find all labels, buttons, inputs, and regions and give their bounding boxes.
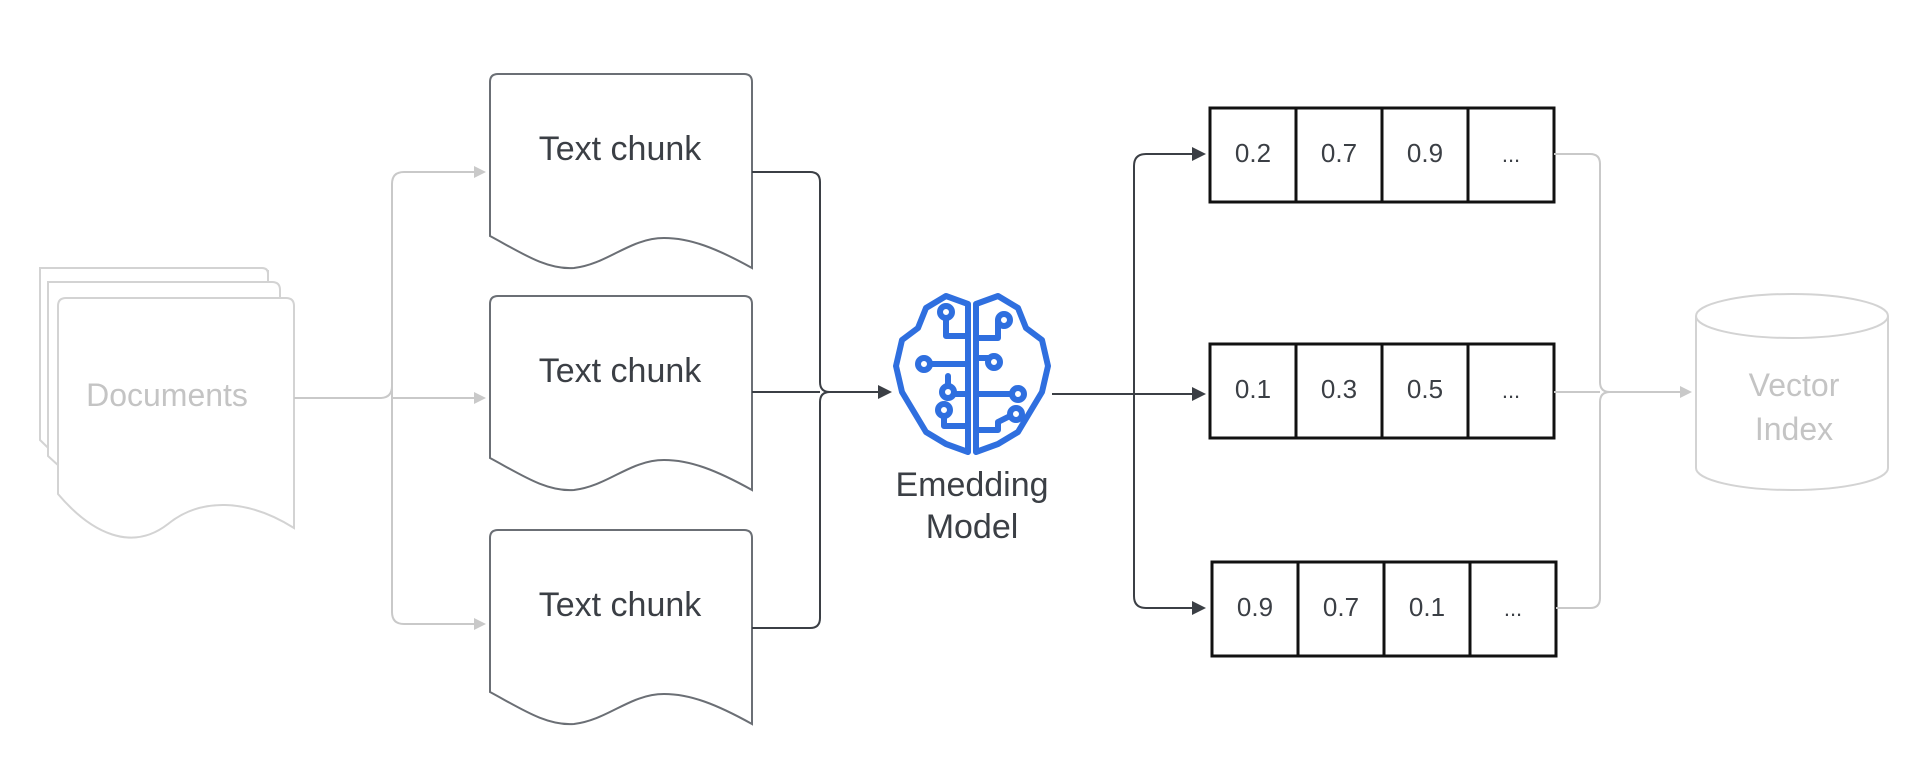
- split-connectors: [294, 166, 486, 630]
- vector-cell: [1294, 342, 1384, 440]
- merge-connectors: [752, 171, 892, 629]
- vector-value: 0.1: [1409, 592, 1445, 622]
- merge-from-chunk-3: [752, 391, 831, 629]
- index-label-line1: Vector: [1749, 367, 1840, 403]
- split-connector-vertical: [379, 171, 405, 625]
- chunk-shape: [489, 529, 753, 726]
- brain-circuit-icon: [893, 293, 1051, 455]
- vector-cell: [1382, 560, 1472, 658]
- vector-row-3: 0.9 0.7 0.1 ...: [1210, 560, 1558, 658]
- vector-row-2: 0.1 0.3 0.5 ...: [1208, 342, 1556, 440]
- vector-value: 0.7: [1321, 138, 1357, 168]
- embedding-model-node: Emedding Model: [893, 293, 1051, 546]
- database-cylinder-icon: [1695, 316, 1889, 491]
- vector-value: 0.7: [1323, 592, 1359, 622]
- model-label-line1: Emedding: [895, 466, 1048, 504]
- chunk-label: Text chunk: [539, 586, 703, 624]
- vector-value: ...: [1502, 378, 1520, 403]
- fanout-vertical: [1133, 153, 1147, 609]
- text-chunk-1: Text chunk: [489, 73, 753, 270]
- text-chunk-2: Text chunk: [489, 295, 753, 492]
- fanout-connectors: [1052, 147, 1206, 615]
- vector-cell: [1468, 560, 1558, 658]
- vector-cell: [1210, 560, 1300, 658]
- chunk-shape: [489, 73, 753, 270]
- merge-from-chunk-1: [752, 171, 831, 393]
- index-from-vector-3: [1556, 391, 1611, 609]
- vector-value: 0.2: [1235, 138, 1271, 168]
- vector-cell: [1296, 560, 1386, 658]
- vector-index-node: Vector Index: [1695, 293, 1889, 491]
- document-sheet-front: [57, 297, 295, 539]
- vector-value: 0.1: [1235, 374, 1271, 404]
- index-connectors: [1554, 153, 1692, 609]
- documents-node: Documents: [39, 267, 295, 539]
- vector-value: 0.9: [1237, 592, 1273, 622]
- chunk-label: Text chunk: [539, 130, 703, 168]
- text-chunk-3: Text chunk: [489, 529, 753, 726]
- vector-value: ...: [1504, 596, 1522, 621]
- vector-cell: [1380, 342, 1470, 440]
- vector-value: 0.3: [1321, 374, 1357, 404]
- database-cylinder-top: [1695, 293, 1889, 339]
- model-label-line2: Model: [926, 508, 1019, 546]
- documents-label: Documents: [86, 377, 248, 413]
- chunk-label: Text chunk: [539, 352, 703, 390]
- index-label-line2: Index: [1755, 411, 1833, 447]
- chunk-shape: [489, 295, 753, 492]
- vector-cell: [1208, 342, 1298, 440]
- vector-row-1: 0.2 0.7 0.9 ...: [1208, 106, 1556, 204]
- vector-value: 0.5: [1407, 374, 1443, 404]
- index-from-vector-1: [1554, 153, 1611, 393]
- vector-value: ...: [1502, 142, 1520, 167]
- vector-value: 0.9: [1407, 138, 1443, 168]
